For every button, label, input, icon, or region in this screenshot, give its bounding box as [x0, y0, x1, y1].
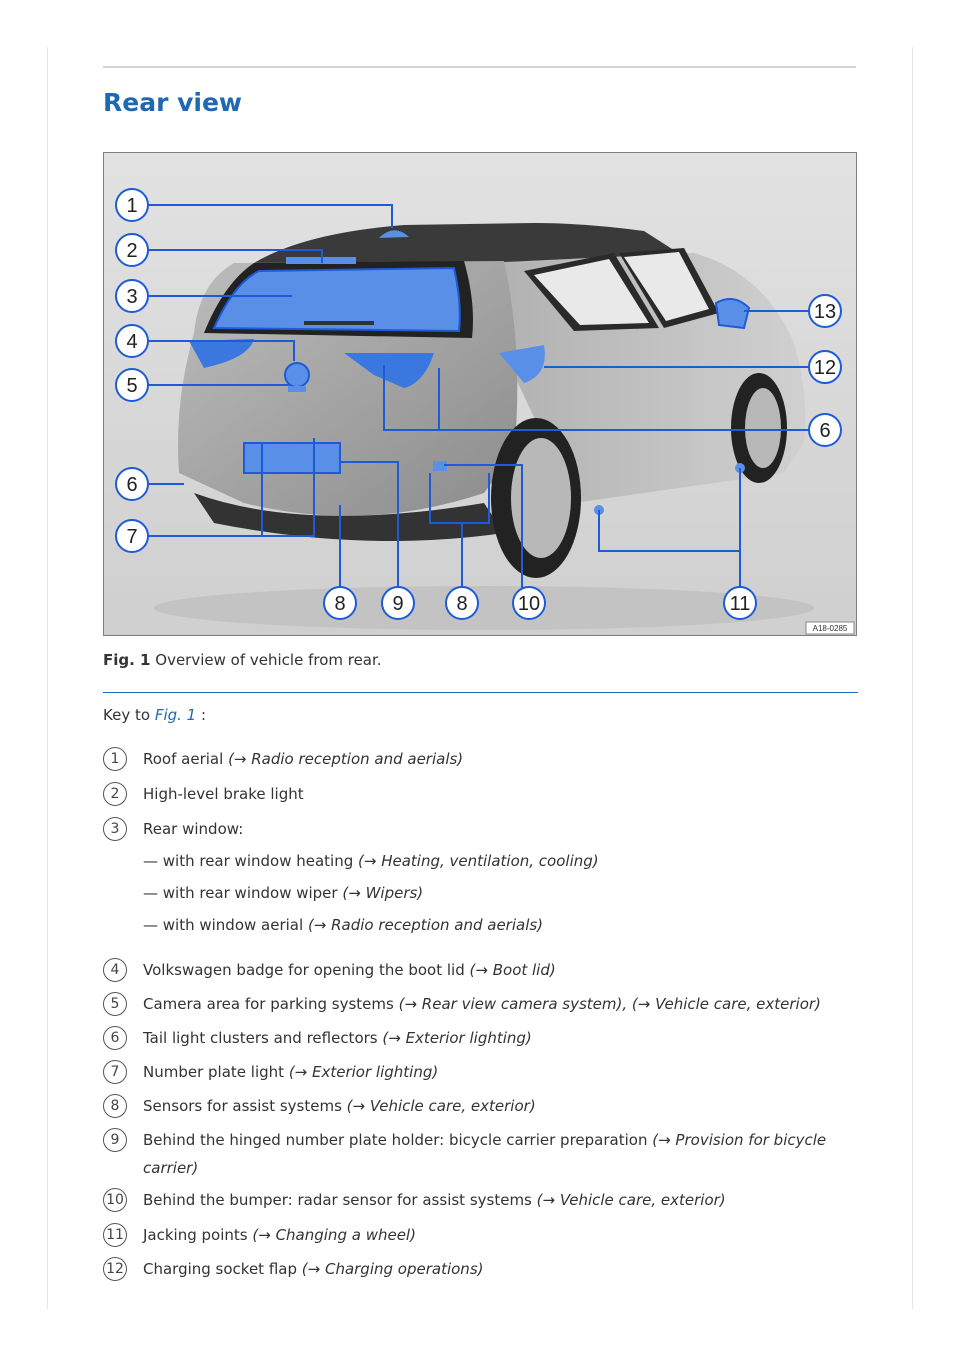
sub-item-text: — with rear window wiper [143, 884, 338, 902]
sub-item: — with rear window heating (→ Heating, v… [143, 847, 599, 875]
sub-item-reference-link[interactable]: (→ Wipers) [342, 884, 423, 902]
sub-item: — with window aerial (→ Radio reception … [143, 911, 543, 939]
item-reference-link[interactable]: (→ Changing a wheel) [252, 1226, 416, 1244]
key-line: Key to Fig. 1 : [103, 706, 206, 724]
caption-separator [103, 692, 858, 693]
callout-3: 3 [126, 286, 137, 308]
key-suffix: : [201, 706, 206, 724]
item-number-badge: 10 [103, 1188, 127, 1212]
item-text: Rear window: [143, 820, 243, 838]
caption-text: Overview of vehicle from rear. [155, 651, 381, 669]
sub-item-reference-link[interactable]: (→ Radio reception and aerials) [308, 916, 543, 934]
callout-11: 11 [730, 593, 751, 615]
item-text: Behind the hinged number plate holder: b… [143, 1131, 647, 1149]
callout-8-left: 8 [334, 593, 345, 615]
callout-1: 1 [126, 195, 137, 217]
callout-2: 2 [126, 240, 137, 262]
item-number-badge: 5 [103, 992, 127, 1016]
figure-code: A18-0285 [813, 624, 848, 633]
left-page-margin-line [47, 47, 48, 1309]
callout-12: 12 [814, 357, 836, 379]
item-reference-link[interactable]: (→ Radio reception and aerials) [228, 750, 463, 768]
item-text: High-level brake light [143, 785, 304, 803]
rear-view-figure: 1 2 3 4 5 6 7 8 9 8 10 11 12 6 13 A18-02… [103, 152, 857, 636]
right-page-margin-line [912, 47, 913, 1309]
item-number-badge: 1 [103, 747, 127, 771]
item-number-badge: 9 [103, 1128, 127, 1152]
callout-8-right: 8 [456, 593, 467, 615]
callout-6-left: 6 [126, 474, 137, 496]
item-text: Roof aerial [143, 750, 223, 768]
figure-link[interactable]: Fig. 1 [155, 706, 196, 724]
item-number-badge: 8 [103, 1094, 127, 1118]
key-prefix: Key to [103, 706, 150, 724]
item-text: Sensors for assist systems [143, 1097, 342, 1115]
item-text: Tail light clusters and reflectors [143, 1029, 378, 1047]
item-number-badge: 2 [103, 782, 127, 806]
item-number-badge: 6 [103, 1026, 127, 1050]
item-text: Number plate light [143, 1063, 284, 1081]
sub-item: — with rear window wiper (→ Wipers) [143, 879, 423, 907]
sub-item-text: — with window aerial [143, 916, 303, 934]
caption-label: Fig. 1 [103, 651, 150, 669]
sub-item-text: — with rear window heating [143, 852, 353, 870]
page-title: Rear view [103, 88, 242, 117]
item-text: Jacking points [143, 1226, 248, 1244]
item-number-badge: 7 [103, 1060, 127, 1084]
callout-10: 10 [518, 593, 540, 615]
item-reference-link[interactable]: (→ Exterior lighting) [382, 1029, 531, 1047]
sub-item-reference-link[interactable]: (→ Heating, ventilation, cooling) [358, 852, 599, 870]
item-reference-link[interactable]: (→ Charging operations) [302, 1260, 484, 1278]
item-number-badge: 4 [103, 958, 127, 982]
callout-7: 7 [126, 526, 137, 548]
item-text: Behind the bumper: radar sensor for assi… [143, 1191, 532, 1209]
item-reference-link[interactable]: (→ Exterior lighting) [289, 1063, 438, 1081]
item-reference-link[interactable]: (→ Vehicle care, exterior) [537, 1191, 726, 1209]
item-number-badge: 12 [103, 1257, 127, 1281]
item-number-badge: 3 [103, 817, 127, 841]
figure-caption: Fig. 1 Overview of vehicle from rear. [103, 651, 382, 669]
item-reference-link[interactable]: (→ Vehicle care, exterior) [347, 1097, 536, 1115]
item-reference-link[interactable]: (→ Boot lid) [470, 961, 556, 979]
callout-13: 13 [814, 301, 836, 323]
item-number-badge: 11 [103, 1223, 127, 1247]
callout-5: 5 [126, 375, 137, 397]
item-reference-link[interactable]: (→ Rear view camera system), (→ Vehicle … [399, 995, 821, 1013]
item-text: Camera area for parking systems [143, 995, 394, 1013]
header-rule [103, 66, 856, 68]
item-text: Charging socket flap [143, 1260, 297, 1278]
item-text: Volkswagen badge for opening the boot li… [143, 961, 465, 979]
callout-4: 4 [126, 331, 137, 353]
callout-6-right: 6 [819, 420, 830, 442]
vehicle-rear-illustration: 1 2 3 4 5 6 7 8 9 8 10 11 12 6 13 A18-02… [104, 153, 856, 635]
callout-9: 9 [392, 593, 403, 615]
